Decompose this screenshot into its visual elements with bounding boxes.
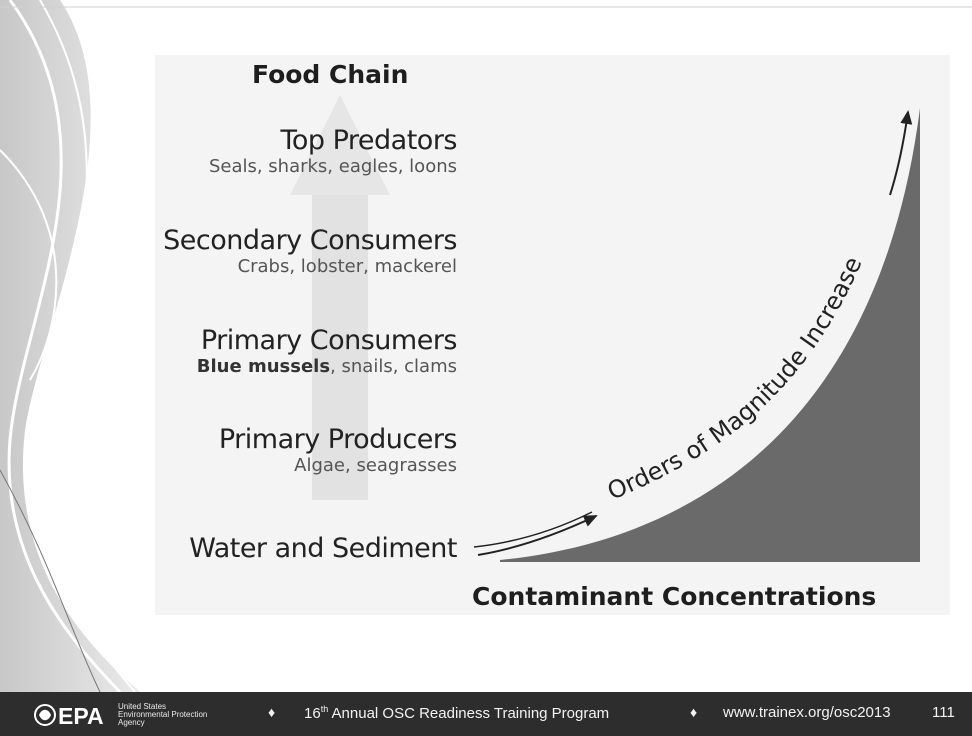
level-top-predators: Top Predators Seals, sharks, eagles, loo… — [208, 125, 458, 177]
level-examples: Blue mussels, snails, clams — [197, 356, 457, 377]
curve-arrow-upper — [889, 110, 913, 196]
agency-line: United States — [118, 702, 167, 711]
program-sup: th — [320, 704, 329, 714]
level-title: Water and Sediment — [189, 533, 457, 564]
agency-line: Agency — [118, 718, 145, 727]
level-examples: Crabs, lobster, mackerel — [237, 256, 457, 277]
program-prefix: 16 — [304, 705, 321, 722]
level-examples-bold: Blue mussels — [196, 356, 331, 377]
level-title: Secondary Consumers — [163, 225, 457, 256]
level-title: Top Predators — [280, 125, 457, 156]
x-axis-label: Contaminant Concentrations — [472, 582, 877, 611]
level-secondary-consumers: Secondary Consumers Crabs, lobster, mack… — [163, 225, 457, 277]
epa-logo-text: EPA — [58, 703, 104, 728]
level-water-sediment: Water and Sediment — [189, 533, 457, 564]
level-primary-producers: Primary Producers Algae, seagrasses — [218, 424, 458, 476]
agency-line: Environmental Protection — [118, 710, 208, 719]
separator-diamond: ♦ — [690, 704, 698, 720]
curve-arrow-lower — [477, 515, 598, 556]
food-chain-title: Food Chain — [252, 60, 409, 89]
epa-logo-icon: EPA — [34, 703, 104, 728]
footer-bar: EPA United States Environmental Protecti… — [0, 692, 972, 736]
level-examples: Seals, sharks, eagles, loons — [208, 156, 457, 177]
program-title: 16th Annual OSC Readiness Training Progr… — [304, 704, 609, 722]
level-examples: Algae, seagrasses — [294, 455, 457, 476]
level-title: Primary Producers — [218, 424, 458, 455]
page-number: 111 — [932, 704, 955, 721]
website-link[interactable]: www.trainex.org/osc2013 — [723, 704, 891, 721]
level-primary-consumers: Primary Consumers Blue mussels, snails, … — [197, 325, 458, 377]
magnitude-fill — [500, 108, 920, 562]
level-title: Primary Consumers — [200, 325, 458, 356]
separator-diamond: ♦ — [268, 704, 276, 720]
program-rest: Annual OSC Readiness Training Program — [328, 705, 610, 722]
level-examples-rest: , snails, clams — [330, 356, 457, 377]
agency-name: United States Environmental Protection A… — [118, 703, 207, 727]
